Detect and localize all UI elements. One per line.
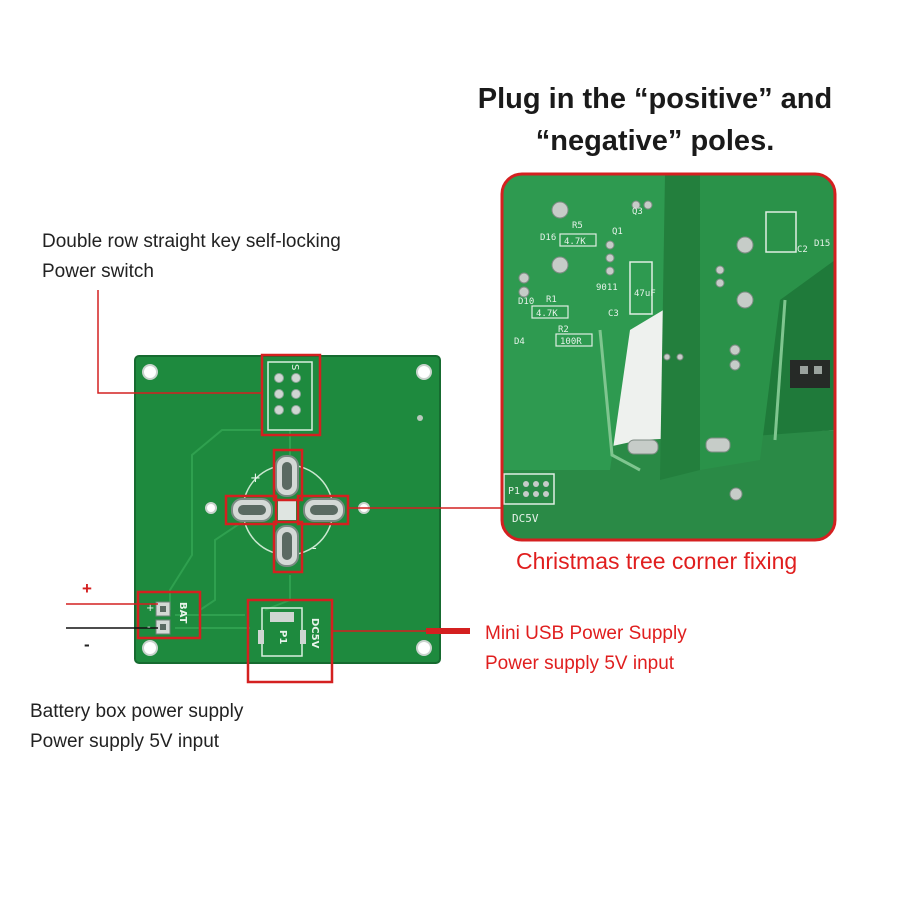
pcb-label-switch: S <box>289 364 300 370</box>
pole-highlight-top <box>272 448 304 502</box>
pcb-label-dc5v: DC5V <box>309 618 320 649</box>
usb-annotation: Mini USB Power Supply Power supply 5V in… <box>485 619 687 679</box>
photo-label-d10: D10 <box>518 297 534 307</box>
pole-highlight-bottom <box>272 520 304 574</box>
usb-callout-marker <box>426 628 470 634</box>
battery-annotation: Battery box power supply Power supply 5V… <box>30 697 243 757</box>
photo-label-d16: D16 <box>540 233 556 243</box>
pcb-label-pole-plus: + <box>250 471 261 486</box>
photo-label-9011: 9011 <box>596 283 618 293</box>
photo-label-dc5v: DC5V <box>512 512 539 525</box>
pcb-label-bat: BAT <box>177 602 188 624</box>
pole-highlight-right <box>296 494 350 526</box>
via <box>417 415 423 421</box>
battery-highlight-box <box>136 590 202 640</box>
title-line-1: Plug in the “positive” and <box>477 83 833 115</box>
usb-annotation-line-2: Power supply 5V input <box>485 653 675 674</box>
photo-label-r2: R2 <box>558 325 569 335</box>
switch-annotation-line-1: Double row straight key self-locking <box>42 231 341 252</box>
pole-pads <box>231 455 345 567</box>
corner-fixing-caption: Christmas tree corner fixing <box>516 548 798 574</box>
photo-label-c3: C3 <box>608 309 619 319</box>
photo-label-r2-value: 100R <box>560 337 582 347</box>
usb-highlight-box <box>246 598 334 684</box>
photo-label-q1: Q1 <box>612 227 623 237</box>
pcb-label-bat-plus: + <box>146 603 154 614</box>
photo-label-r5-value: 4.7K <box>564 237 586 247</box>
switch-callout-line <box>97 290 262 394</box>
battery-annotation-line-2: Power supply 5V input <box>30 731 220 752</box>
photo-frame <box>500 172 837 542</box>
switch-annotation: Double row straight key self-locking Pow… <box>42 227 341 287</box>
tree-photo: R5 4.7K D16 Q1 Q3 9011 D10 R1 4.7K R2 10… <box>502 174 835 540</box>
battery-plus-sign: + <box>82 579 92 598</box>
battery-annotation-line-1: Battery box power supply <box>30 701 244 722</box>
pcb-label-pole-minus: - <box>312 541 317 556</box>
switch-highlight-box <box>260 353 322 437</box>
switch-footprint <box>267 361 313 431</box>
title-line-2: “negative” poles. <box>535 125 775 157</box>
mounting-hole <box>205 502 217 514</box>
mounting-hole <box>416 364 432 380</box>
photo-label-r1-value: 4.7K <box>536 309 558 319</box>
photo-label-d4: D4 <box>514 337 525 347</box>
photo-label-r5: R5 <box>572 221 583 231</box>
photo-label-d15: D15 <box>814 239 830 249</box>
mounting-hole <box>142 364 158 380</box>
photo-label-q3: Q3 <box>632 207 643 217</box>
mounting-hole <box>142 640 158 656</box>
pcb-label-bat-minus: - <box>147 622 151 633</box>
photo-label-c2: C2 <box>797 245 808 255</box>
usb-footprint <box>258 607 306 657</box>
photo-label-r1: R1 <box>546 295 557 305</box>
mounting-hole <box>416 640 432 656</box>
page-title: Plug in the “positive” and “negative” po… <box>440 78 870 162</box>
battery-minus-sign: - <box>84 635 90 654</box>
photo-label-p1: P1 <box>508 486 520 497</box>
pole-highlight-left <box>224 494 278 526</box>
switch-annotation-line-2: Power switch <box>42 261 154 282</box>
photo-label-cap: 47uF <box>634 289 656 299</box>
usb-annotation-line-1: Mini USB Power Supply <box>485 623 687 644</box>
battery-pads <box>155 601 171 635</box>
pcb-label-p1: P1 <box>277 630 288 644</box>
